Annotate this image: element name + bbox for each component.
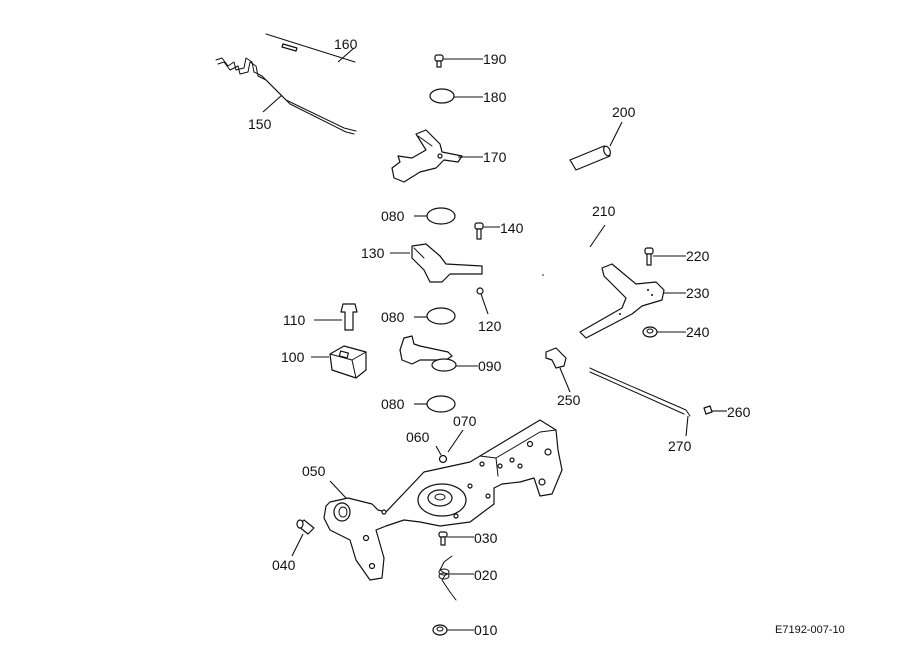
part-100-block [311, 345, 367, 379]
part-170-bracket [391, 129, 483, 183]
callout-190: 190 [483, 51, 507, 67]
part-220-bolt [644, 247, 686, 266]
callout-230: 230 [686, 285, 710, 301]
part-120-pin [476, 287, 489, 315]
callout-070: 070 [453, 413, 477, 429]
part-050-base-bracket [323, 419, 563, 581]
part-230-lever-arm [579, 263, 686, 339]
part-180-washer [429, 88, 483, 104]
callout-180: 180 [483, 89, 507, 105]
callout-030: 030 [474, 530, 498, 546]
part-130-lever [390, 243, 483, 283]
callout-260: 260 [727, 404, 751, 420]
part-150-rod [215, 57, 357, 135]
callout-270: 270 [668, 438, 692, 454]
part-160-cable [265, 33, 356, 63]
part-260-clip [703, 405, 727, 415]
callout-080-3: 080 [381, 396, 405, 412]
part-060-ball [435, 445, 448, 464]
part-210-pointer [589, 224, 606, 248]
callout-170: 170 [483, 149, 507, 165]
callout-200: 200 [612, 104, 636, 120]
callout-250: 250 [557, 392, 581, 408]
callout-020: 020 [474, 567, 498, 583]
callout-080-2: 080 [381, 309, 405, 325]
part-140-bolt [474, 222, 500, 240]
callout-080-1: 080 [381, 208, 405, 224]
part-080-washer-1 [414, 207, 456, 225]
callout-120: 120 [478, 318, 502, 334]
callout-050: 050 [302, 463, 326, 479]
part-070-spring-pin [447, 429, 464, 453]
part-090-plate [399, 335, 478, 372]
part-010-nut [432, 624, 474, 636]
part-040-pin [291, 519, 315, 557]
callout-090: 090 [478, 358, 502, 374]
callout-100: 100 [281, 349, 305, 365]
callout-010: 010 [474, 622, 498, 638]
part-250-clip [545, 347, 571, 393]
callout-140: 140 [500, 220, 524, 236]
callout-210: 210 [592, 203, 616, 219]
callout-040: 040 [272, 557, 296, 573]
callout-160: 160 [334, 36, 358, 52]
callout-220: 220 [686, 248, 710, 264]
drawing-code: E7192-007-10 [775, 624, 845, 636]
callout-060: 060 [406, 429, 430, 445]
part-080-washer-3 [414, 395, 456, 413]
callout-130: 130 [361, 245, 385, 261]
part-270-rod [589, 367, 691, 437]
stray-mark [542, 274, 544, 276]
part-110-bolt [314, 303, 358, 331]
part-020-spring [438, 555, 474, 601]
part-030-bolt [438, 531, 474, 546]
part-200-grip [569, 121, 623, 171]
callout-110: 110 [283, 312, 306, 328]
part-240-nut [642, 326, 686, 338]
part-190-bolt [434, 54, 483, 68]
callout-150: 150 [248, 116, 272, 132]
callout-240: 240 [686, 324, 710, 340]
part-080-washer-2 [414, 307, 456, 325]
